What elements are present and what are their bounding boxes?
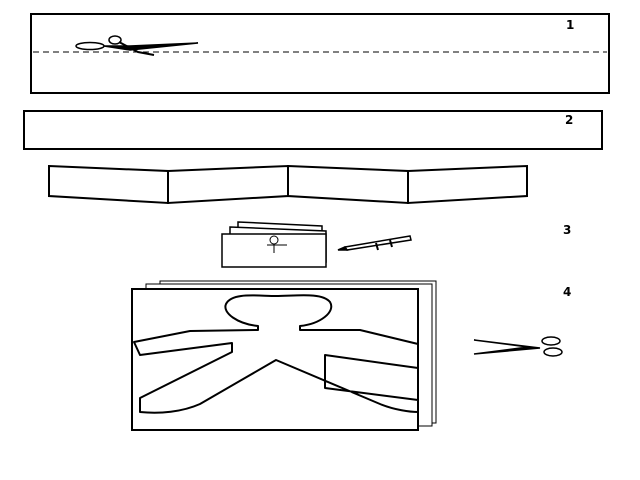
scissors-icon <box>75 35 199 56</box>
accordion-fold <box>48 164 528 205</box>
paper-strip <box>30 13 610 94</box>
step-2: 2 <box>23 110 603 150</box>
step-1: 1 <box>30 13 610 94</box>
fold-panel <box>167 164 289 205</box>
scissors-icon <box>473 336 563 357</box>
fold-panel <box>287 164 409 205</box>
step-3: 3 <box>221 221 571 268</box>
pencil-icon <box>337 235 412 251</box>
fold-panel <box>407 164 528 205</box>
step-1-number: 1 <box>566 18 574 32</box>
step-3-number: 3 <box>563 223 571 237</box>
paper-stack <box>221 221 327 268</box>
step-4-number: 4 <box>563 285 571 299</box>
step-4: 4 <box>131 280 571 431</box>
step-2-number: 2 <box>565 113 573 127</box>
paper-strip <box>23 110 603 150</box>
small-doll-sketch <box>267 235 287 253</box>
paper-doll-icon <box>133 294 419 414</box>
fold-panel <box>48 164 169 205</box>
